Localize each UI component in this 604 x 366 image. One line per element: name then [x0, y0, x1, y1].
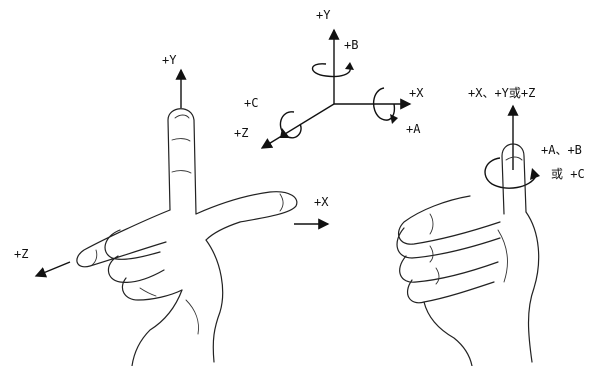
thumb	[196, 192, 297, 240]
axis-triad: +Y +B +X +A +C +Z	[234, 8, 424, 148]
right-fist-finger-4	[408, 280, 494, 303]
left-hand-label-y: +Y	[162, 53, 177, 67]
z-axis-line	[262, 104, 334, 148]
right-hand-wrist	[424, 302, 472, 366]
curled-finger-lower	[122, 278, 182, 300]
label-plus-a: +A	[406, 122, 421, 136]
index-finger	[168, 109, 196, 214]
label-plus-z: +Z	[234, 126, 248, 140]
pinky-finger	[108, 256, 164, 282]
left-hand-illustration: +Y +X +Z	[14, 53, 329, 366]
left-hand-wrist	[132, 290, 182, 366]
left-hand-z-arrow	[36, 262, 70, 276]
middle-finger	[77, 210, 170, 267]
right-hand-rotation-arc	[485, 158, 536, 188]
label-plus-c: +C	[244, 96, 258, 110]
label-plus-y: +Y	[316, 8, 331, 22]
b-rotation-arrowhead	[345, 62, 354, 70]
left-hand-label-z: +Z	[14, 247, 28, 261]
ring-finger	[105, 230, 160, 259]
right-hand-rot-label-2: 或 +C	[551, 167, 585, 181]
right-hand-axis-label: +X、+Y或+Z	[468, 86, 535, 100]
left-hand-palm-edge	[206, 240, 223, 362]
right-hand-illustration: +X、+Y或+Z +A、+B 或 +C	[397, 86, 585, 366]
right-hand-rot-label-1: +A、+B	[541, 143, 582, 157]
right-fist-finger-1	[399, 196, 500, 244]
right-fist-finger-3	[400, 256, 498, 282]
b-rotation-arc	[313, 64, 351, 77]
right-thumb	[502, 144, 526, 214]
left-hand-label-x: +X	[314, 195, 329, 209]
right-fist-finger-2	[397, 228, 500, 258]
right-hand-back-edge	[526, 212, 539, 362]
label-plus-b: +B	[344, 38, 358, 52]
a-rotation-arrowhead	[390, 114, 398, 124]
label-plus-x: +X	[409, 86, 424, 100]
